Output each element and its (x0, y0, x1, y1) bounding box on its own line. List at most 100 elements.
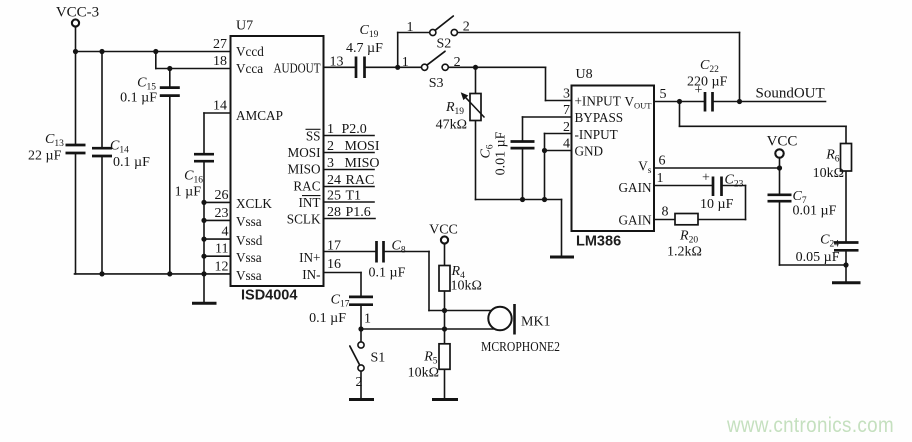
s2-ref: S2 (437, 37, 452, 52)
r6-value: 10kΩ (813, 166, 844, 181)
terminal-vcc3: VCC-3 (56, 5, 99, 28)
c15-value: 0.1 µF (120, 91, 157, 106)
u7-in-minus-num: 16 (327, 257, 341, 272)
s1-t2-label: 2 (356, 375, 363, 390)
u7-pin18-num: 18 (213, 54, 227, 69)
c24-ref: C24 (820, 233, 839, 250)
u7-pin4-num: 4 (222, 225, 229, 240)
vcc3-label: VCC-3 (56, 5, 99, 21)
u8-part: LM386 (576, 234, 621, 250)
c23-value: 10 µF (700, 197, 734, 212)
c19-ref: C19 (360, 23, 379, 40)
c17-value: 0.1 µF (309, 311, 346, 326)
u7-spi28-num: 28 (327, 205, 341, 220)
s3-ref: S3 (429, 76, 444, 91)
c19-value: 4.7 µF (346, 41, 383, 56)
r20-body (674, 212, 699, 226)
u8-pin6-num: 6 (659, 154, 666, 169)
mk1-label: MCROPHONE2 (481, 340, 560, 355)
c15-ref: C15 (137, 76, 156, 93)
capacitor-c8: C8 0.1 µF (369, 239, 406, 281)
u7-spi2-net: MOSI (345, 139, 380, 154)
u7-int-inner: INT (299, 195, 321, 210)
u7-spi25-net: T1 (346, 189, 362, 204)
switch-s2: 1 2 S2 (407, 15, 470, 52)
c8-ref: C8 (392, 239, 406, 256)
junction-dots (72, 48, 849, 332)
vcc-amp-label: VCC (767, 134, 798, 150)
c23-ref: C23 (725, 172, 744, 189)
u7-spi1-net: P2.0 (342, 122, 367, 137)
u8-ref: U8 (576, 67, 593, 82)
s1-terminal-2 (357, 364, 365, 372)
c22-value: 220 µF (687, 75, 728, 90)
u8-pin1-name: GAIN (619, 180, 652, 195)
u7-spi24-num: 24 (327, 173, 341, 188)
u8-pin2-num: 2 (563, 120, 570, 135)
u7-ss-inner: SS (306, 128, 321, 143)
resistor-r20: R20 1.2kΩ (667, 212, 702, 260)
u7-spi25-num: 25 (327, 189, 341, 204)
u7-pin12-name: Vssa (236, 268, 262, 283)
u7-rac-inner: RAC (293, 179, 320, 194)
s1-t1-label: 1 (364, 312, 371, 327)
u8-pin5-num: 5 (660, 87, 667, 102)
c8-value: 0.1 µF (369, 266, 406, 281)
u7-pin27-num: 27 (213, 37, 227, 52)
u8-pin6-name: Vs (638, 159, 652, 177)
u7-spi2-num: 2 (327, 139, 334, 154)
s2-t1-label: 1 (407, 20, 414, 35)
watermark: www.cntronics.com (726, 414, 894, 437)
soundout-label: SoundOUT (756, 86, 825, 102)
r6-ref: R6 (825, 148, 840, 165)
c7-value: 0.01 µF (793, 204, 837, 219)
switch-s3: 1 2 S3 (402, 50, 461, 91)
capacitor-c15: C15 0.1 µF (120, 76, 180, 106)
mk1-circle (487, 305, 513, 332)
terminal-vcc-mic: VCC (429, 223, 458, 245)
ground-symbols (192, 255, 861, 401)
r20-value: 1.2kΩ (667, 245, 702, 260)
chip-u8-lm386: U8 LM386 3 7 2 4 +INPUT BYPASS -INPUT GN… (563, 67, 669, 250)
s1-blade (348, 345, 361, 366)
c23-polarity: + (702, 171, 710, 186)
s2-terminal-1 (428, 28, 437, 37)
c24-value: 0.05 µF (796, 250, 840, 265)
u7-pin14-num: 14 (213, 99, 227, 114)
microphone-mk1: MK1 MCROPHONE2 (481, 304, 560, 355)
u7-pin11-num: 11 (215, 242, 228, 257)
s3-blade (426, 50, 446, 66)
u7-pin18-name: Vcca (236, 61, 263, 76)
switch-s1: 1 S1 2 (348, 312, 386, 390)
capacitor-c23: + C23 10 µF (700, 171, 744, 213)
c22-polarity: + (695, 83, 703, 98)
resistor-r6: R6 10kΩ (813, 142, 853, 181)
c13-value: 22 µF (28, 149, 62, 164)
c16-value: 1 µF (175, 185, 202, 200)
resistor-r19-pot: R19 47kΩ (436, 92, 486, 133)
c6-ref: C6 (479, 144, 496, 158)
s1-ref: S1 (371, 351, 386, 366)
u8-pin4-name: GND (575, 144, 604, 159)
u7-pin27-name: Vccd (236, 44, 264, 59)
vcc3-terminal (70, 18, 81, 28)
u8-pin3-num: 3 (563, 87, 570, 102)
u7-pin26-num: 26 (215, 188, 229, 203)
u7-part: ISD4004 (241, 288, 297, 304)
u7-spi28-net: P1.6 (346, 205, 371, 220)
r19-wiper-arrowhead (460, 92, 469, 101)
s3-terminal-1 (420, 63, 429, 72)
capacitor-c13: C13 22 µF (28, 132, 86, 164)
u7-audout-num: 13 (330, 55, 344, 70)
c7-ref: C7 (793, 189, 807, 206)
mk1-ref: MK1 (521, 315, 551, 330)
u7-pin12-num: 12 (215, 260, 229, 275)
r4-value: 10kΩ (451, 279, 482, 294)
u8-pin8-num: 8 (662, 205, 669, 220)
r4-body (438, 264, 451, 292)
u7-pin23-name: Vssa (236, 214, 262, 229)
u7-spi24-net: RAC (346, 173, 375, 188)
capacitor-c16: C16 1 µF (175, 152, 214, 200)
